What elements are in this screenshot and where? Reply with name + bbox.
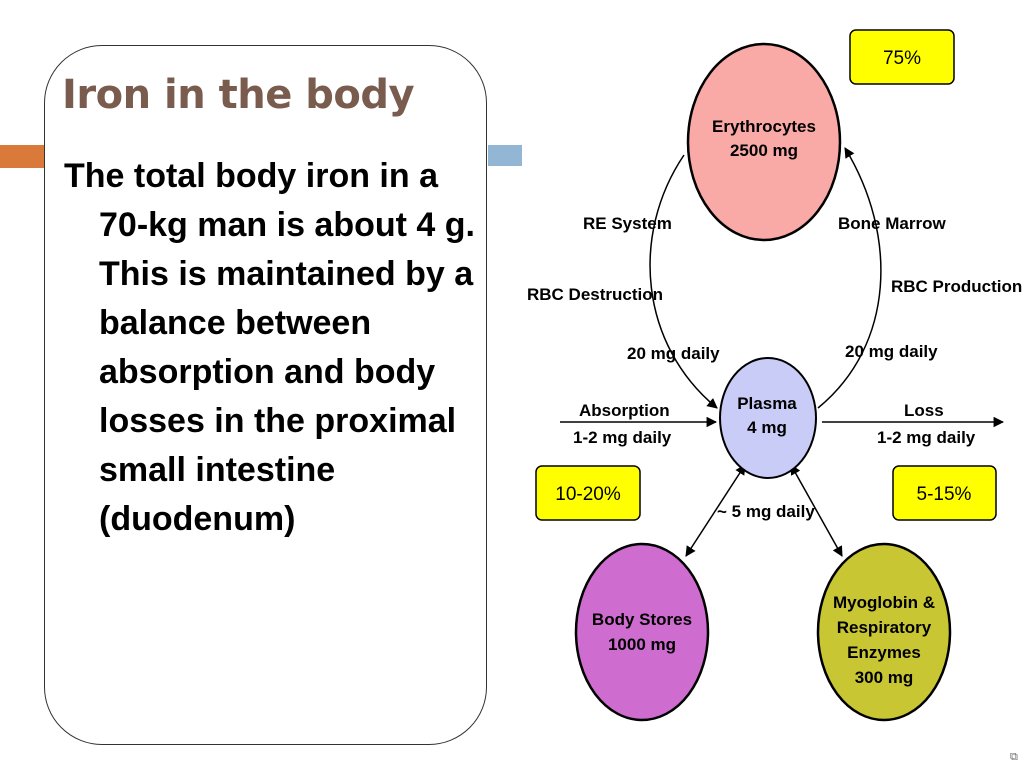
loss-percent-badge: 5-15% xyxy=(892,465,997,521)
svg-text:Plasma: Plasma xyxy=(737,394,797,413)
svg-text:Respiratory: Respiratory xyxy=(837,618,932,637)
svg-text:2500 mg: 2500 mg xyxy=(730,141,798,160)
bone-marrow-label: Bone Marrow xyxy=(838,214,946,233)
text-panel xyxy=(44,45,487,745)
loss-label: Loss xyxy=(904,401,944,420)
absorption-amount-label: 1-2 mg daily xyxy=(573,428,672,447)
rbc-destruction-label: RBC Destruction xyxy=(527,285,663,304)
svg-text:Myoglobin &: Myoglobin & xyxy=(833,593,935,612)
svg-text:75%: 75% xyxy=(883,48,921,69)
broken-image-icon: ⧉ xyxy=(1010,751,1018,763)
bone-marrow-arc xyxy=(817,147,882,409)
svg-text:10-20%: 10-20% xyxy=(555,484,621,505)
slide-body-text: The total body iron in a 70-kg man is ab… xyxy=(64,157,475,538)
accent-bar-right xyxy=(488,145,522,166)
svg-text:Erythrocytes: Erythrocytes xyxy=(712,117,816,136)
re-system-arc xyxy=(649,154,718,409)
body-stores-node: Body Stores 1000 mg xyxy=(574,542,710,722)
svg-text:Body Stores: Body Stores xyxy=(592,610,692,629)
absorption-label: Absorption xyxy=(579,401,670,420)
erythrocytes-percent-badge: 75% xyxy=(849,29,955,85)
svg-text:Enzymes: Enzymes xyxy=(847,643,921,662)
myoglobin-node: Myoglobin & Respiratory Enzymes 300 mg xyxy=(816,542,952,722)
svg-text:300 mg: 300 mg xyxy=(855,668,914,687)
svg-text:4 mg: 4 mg xyxy=(747,418,787,437)
absorption-percent-badge: 10-20% xyxy=(535,465,641,521)
loss-amount-label: 1-2 mg daily xyxy=(877,428,976,447)
svg-text:1000 mg: 1000 mg xyxy=(608,635,676,654)
re-system-label: RE System xyxy=(583,214,672,233)
right-daily-label: 20 mg daily xyxy=(845,342,938,361)
myoglobin-exchange-arrow xyxy=(790,464,843,557)
erythrocytes-node: Erythrocytes 2500 mg xyxy=(686,42,842,242)
rbc-production-label: RBC Production xyxy=(891,277,1022,296)
plasma-node: Plasma 4 mg xyxy=(719,357,817,479)
svg-text:5-15%: 5-15% xyxy=(917,484,972,505)
stores-exchange-label: ~ 5 mg daily xyxy=(717,502,815,521)
left-daily-label: 20 mg daily xyxy=(627,344,720,363)
slide-title: Iron in the body xyxy=(62,72,415,118)
body-stores-exchange-arrow xyxy=(685,464,746,557)
